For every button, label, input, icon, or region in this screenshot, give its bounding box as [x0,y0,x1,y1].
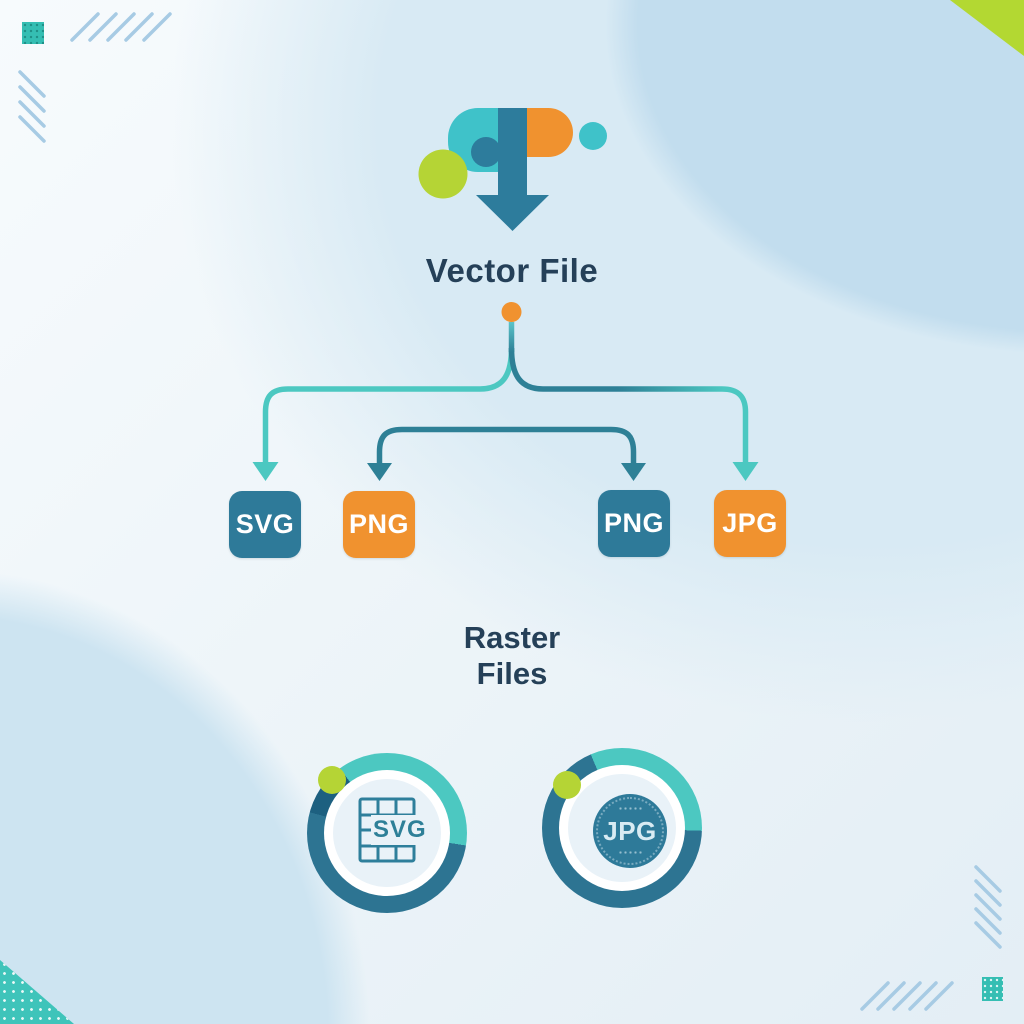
arrowhead-icon [732,462,759,481]
format-badge-png-1: PNG [343,491,415,558]
page-title: Vector File [425,252,599,289]
format-badge-label: PNG [603,508,664,538]
format-badge-label: PNG [348,509,409,539]
section-title-line: Raster [463,620,561,655]
connector-left [262,347,515,462]
format-badge-label: SVG [235,509,295,539]
format-badge-svg: SVG [229,491,301,558]
download-arrow-icon [476,195,549,231]
dotted-square-icon [982,977,1003,1001]
green-dot-icon [553,771,581,799]
stamp-texture [618,806,644,812]
raster-badge-label-jpg: JPG [603,815,657,846]
format-badge-jpg: JPG [714,490,786,557]
dotted-square-icon [22,22,44,44]
download-arrow-logo [418,108,607,231]
green-dot-icon [318,766,346,794]
connector-right [508,347,749,462]
format-badge-png-2: PNG [598,490,670,557]
arrowhead-icon [367,463,392,481]
arrowhead-icon [621,463,646,481]
origin-dot [501,302,522,322]
logo-small-teal-circle [579,122,607,150]
logo-dark-circle [471,137,501,167]
raster-badge-label-svg: SVG [371,815,429,845]
stamp-texture [618,850,644,856]
diagonal-slashes-icon [18,12,1002,1011]
connector-inner [376,426,637,463]
section-title-line: Files [476,656,548,691]
format-badge-label: JPG [722,508,778,538]
section-title-raster: Raster Files [0,620,1024,692]
arrowhead-icon [252,462,279,481]
download-arrow-icon [498,108,527,197]
grunge-stamp-icon: JPG [593,794,667,868]
raster-ring-jpg [542,748,702,908]
logo-green-circle [418,149,468,199]
